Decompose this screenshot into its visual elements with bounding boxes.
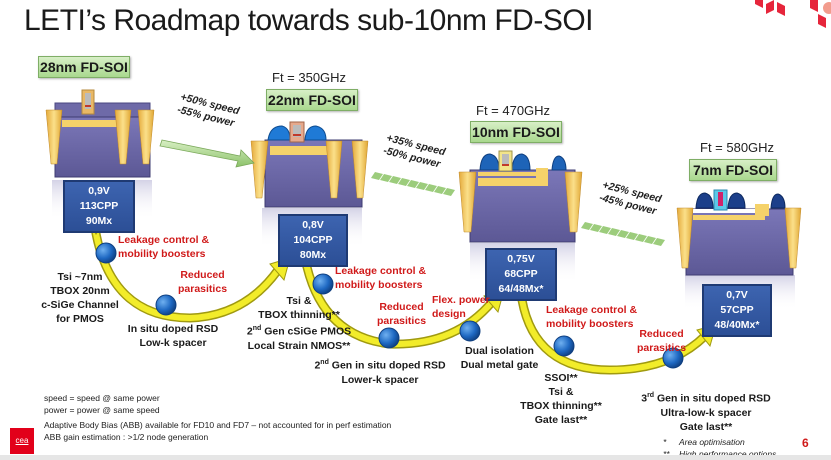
spec-cpp: 113CPP xyxy=(79,200,119,212)
milestone-dot xyxy=(155,294,177,316)
detail-28-rsd: In situ doped RSD Low-k spacer xyxy=(127,323,219,349)
spec-mx: 90Mx xyxy=(85,215,113,227)
detail-22-rsd: 2nd Gen in situ doped RSD Lower-k spacer xyxy=(314,359,446,386)
page-number: 6 xyxy=(802,436,809,450)
booster-parasitics-22: Reduced parasitics xyxy=(377,301,427,327)
booster-parasitics-10: Reduced parasitics xyxy=(637,328,687,354)
detail-7-rsd: 3rd Gen in situ doped RSD Ultra-low-k sp… xyxy=(641,392,771,433)
spec-mx: 64/48Mx* xyxy=(498,283,544,295)
spec-cpp: 104CPP xyxy=(293,234,333,246)
spec-voltage: 0,9V xyxy=(88,185,110,197)
booster-leakage-28: Leakage control & mobility boosters xyxy=(118,234,210,260)
detail-10-isolation: Dual isolation Dual metal gate xyxy=(460,345,539,371)
spec-cpp: 57CPP xyxy=(720,304,754,316)
spec-voltage: 0,8V xyxy=(302,219,324,231)
node-label-7nm: 7nm FD-SOI xyxy=(689,159,777,181)
ft-22nm: Ft = 350GHz xyxy=(272,70,347,85)
booster-leakage-10: Leakage control & mobility boosters xyxy=(546,304,638,330)
ft-10nm: Ft = 470GHz xyxy=(476,103,551,118)
spec-box-28nm: 0,9V 113CPP 90Mx xyxy=(63,180,135,233)
footnote-area: *Area optimisation xyxy=(663,437,745,447)
node-label-22nm: 22nm FD-SOI xyxy=(266,89,358,111)
footer-rule xyxy=(0,455,831,460)
detail-10-channel: SSOI** Tsi & TBOX thinning** Gate last** xyxy=(520,372,602,426)
detail-28-channel: Tsi ~7nm TBOX 20nm c-SiGe Channel for PM… xyxy=(41,271,119,325)
transition-arrow-22-10 xyxy=(371,172,455,196)
transition-arrow-28-22 xyxy=(159,139,255,168)
spec-mx: 48/40Mx* xyxy=(714,319,760,331)
spec-cpp: 68CPP xyxy=(504,268,538,280)
booster-parasitics-28: Reduced parasitics xyxy=(178,269,228,295)
booster-flex-power: Flex. power design xyxy=(432,294,490,320)
milestone-dot xyxy=(378,327,400,349)
spec-box-7nm: 0,7V 57CPP 48/40Mx* xyxy=(702,284,772,337)
spec-mx: 80Mx xyxy=(299,249,327,261)
transition-arrow-10-7 xyxy=(581,222,665,246)
spec-voltage: 0,7V xyxy=(726,289,748,301)
milestone-dot xyxy=(312,273,334,295)
footnote-high-performance: **High performance options xyxy=(663,449,777,459)
ft-7nm: Ft = 580GHz xyxy=(700,140,775,155)
milestone-dot xyxy=(459,320,481,342)
milestone-dot xyxy=(95,242,117,264)
milestone-dot xyxy=(553,335,575,357)
spec-voltage: 0,75V xyxy=(507,253,535,265)
abb-note: Adaptive Body Bias (ABB) available for F… xyxy=(44,420,392,442)
cea-logo: cea xyxy=(10,428,34,454)
device-10nm xyxy=(458,150,583,283)
milestone-dot xyxy=(662,347,684,369)
corner-cube-decoration xyxy=(755,0,831,28)
booster-leakage-22: Leakage control & mobility boosters xyxy=(335,265,427,291)
spec-box-22nm: 0,8V 104CPP 80Mx xyxy=(278,214,348,267)
node-label-10nm: 10nm FD-SOI xyxy=(470,121,562,143)
spec-box-10nm: 0,75V 68CPP 64/48Mx* xyxy=(485,248,557,301)
slide-title: LETI’s Roadmap towards sub-10nm FD-SOI xyxy=(24,4,594,37)
detail-22-channel: Tsi & TBOX thinning** 2nd Gen cSiGe PMOS… xyxy=(246,295,352,352)
node-label-28nm: 28nm FD-SOI xyxy=(38,56,130,78)
definitions-note: speed = speed @ same power power = power… xyxy=(44,393,160,415)
